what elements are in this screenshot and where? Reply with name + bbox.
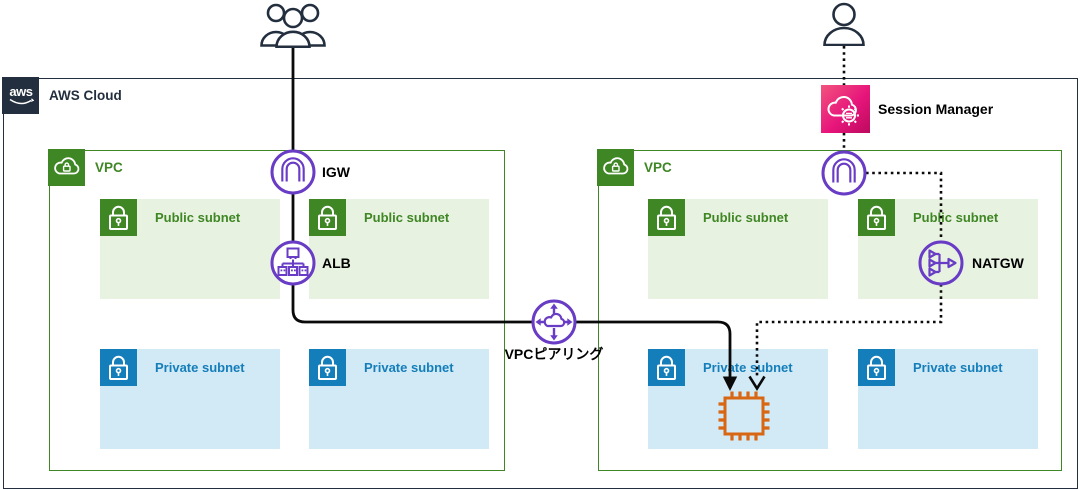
igw-label: IGW bbox=[322, 164, 350, 180]
user-icon bbox=[823, 2, 865, 46]
gear-icon bbox=[838, 105, 859, 126]
dotted-path-igw-to-instance bbox=[755, 171, 943, 378]
aws-cloud-group: aws AWS Cloud bbox=[2, 77, 1078, 489]
vpc-peering-icon bbox=[531, 299, 577, 345]
cloud-gear-glyph bbox=[827, 96, 859, 126]
vpc-right-label: VPC bbox=[644, 160, 672, 176]
natgw-label: NATGW bbox=[972, 255, 1024, 271]
lock-icon bbox=[648, 349, 685, 386]
subnet-private-right-2: Private subnet bbox=[858, 349, 1038, 449]
alb-label: ALB bbox=[322, 255, 351, 271]
lock-icon bbox=[858, 199, 895, 236]
nat-gateway-icon bbox=[918, 240, 964, 286]
subnet-label: Public subnet bbox=[364, 210, 450, 225]
lock-icon bbox=[648, 199, 685, 236]
subnet-label: Private subnet bbox=[703, 360, 793, 375]
vpc-peering-label: VPCピアリング bbox=[504, 346, 604, 362]
session-manager-label: Session Manager bbox=[878, 101, 994, 117]
subnet-label: Private subnet bbox=[913, 360, 1003, 375]
alb-icon bbox=[270, 240, 316, 286]
subnet-label: Public subnet bbox=[703, 210, 789, 225]
solid-arrowhead-down bbox=[722, 376, 738, 391]
users-icon bbox=[260, 3, 326, 48]
solid-path-users-to-instance bbox=[291, 46, 732, 377]
vpc-left: VPC bbox=[48, 149, 505, 471]
internet-gateway-left-icon bbox=[270, 149, 316, 195]
lock-icon bbox=[309, 349, 346, 386]
lock-icon bbox=[309, 199, 346, 236]
aws-logo: aws bbox=[2, 77, 40, 115]
vpc-cloud-lock-icon bbox=[48, 149, 86, 187]
lock-icon bbox=[100, 349, 137, 386]
subnet-public-right-1: Public subnet bbox=[648, 199, 828, 299]
subnet-private-left-2: Private subnet bbox=[309, 349, 489, 449]
aws-swoosh-icon bbox=[9, 98, 34, 105]
vpc-cloud-lock-icon bbox=[597, 149, 635, 187]
subnet-label: Public subnet bbox=[913, 210, 999, 225]
subnet-private-left-1: Private subnet bbox=[100, 349, 280, 449]
subnet-label: Private subnet bbox=[155, 360, 245, 375]
session-manager-icon bbox=[821, 85, 870, 133]
lock-icon bbox=[858, 349, 895, 386]
subnet-public-left-2: Public subnet bbox=[309, 199, 489, 299]
subnet-label: Private subnet bbox=[364, 360, 454, 375]
aws-logo-text: aws bbox=[9, 83, 33, 99]
subnet-public-left-1: Public subnet bbox=[100, 199, 280, 299]
vpc-left-label: VPC bbox=[95, 160, 123, 176]
lock-icon bbox=[100, 199, 137, 236]
internet-gateway-right-icon bbox=[821, 150, 867, 196]
aws-cloud-title: AWS Cloud bbox=[49, 88, 122, 104]
dotted-arrowhead-down bbox=[748, 375, 766, 391]
subnet-label: Public subnet bbox=[155, 210, 241, 225]
vpc-right: VPC bbox=[597, 149, 1062, 471]
chip-icon bbox=[718, 391, 770, 441]
